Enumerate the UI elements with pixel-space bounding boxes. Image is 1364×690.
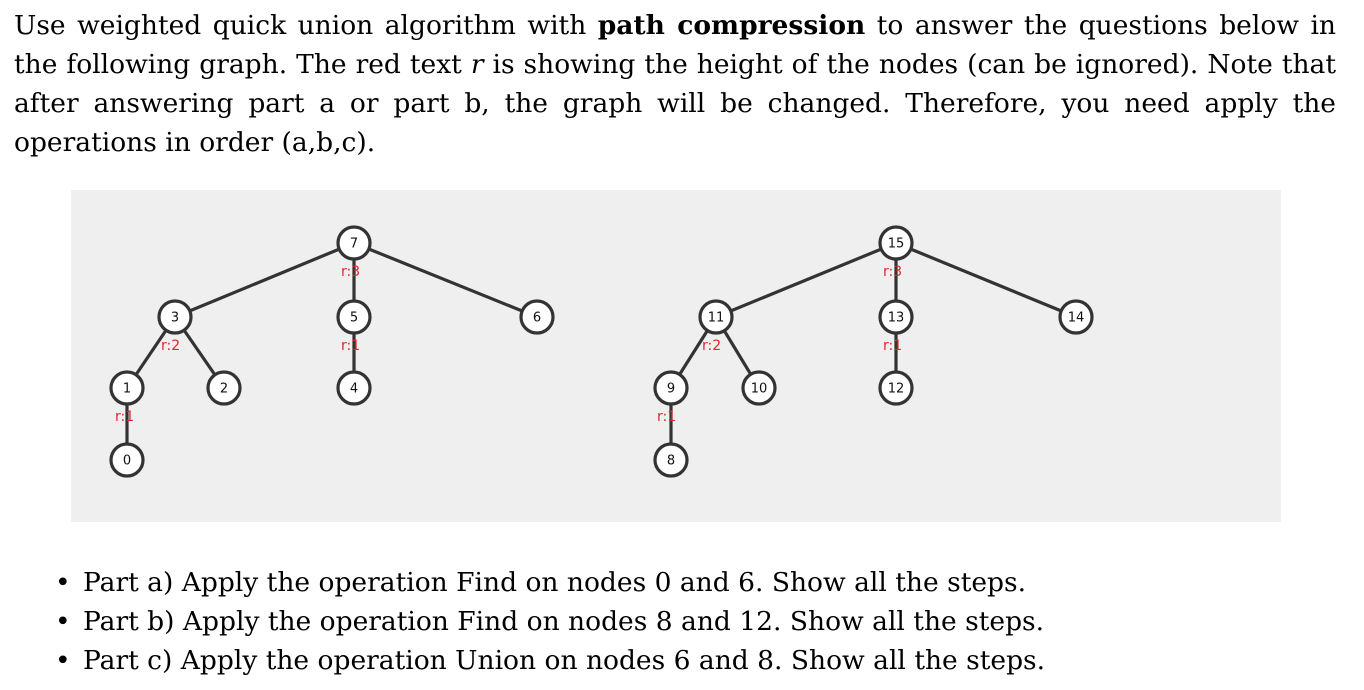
node-label: 6 xyxy=(533,311,541,326)
bullet-marker: • xyxy=(55,645,71,676)
node-5: 5 xyxy=(336,299,372,335)
edge-6-to-7 xyxy=(352,241,539,319)
node-15: 15 xyxy=(878,225,914,261)
rank-label-node-1: r:1 xyxy=(115,409,134,425)
rank-prefix: r: xyxy=(115,409,125,425)
node-3: 3 xyxy=(157,299,193,335)
node-label: 2 xyxy=(220,382,228,397)
node-4: 4 xyxy=(336,370,372,406)
rank-label-node-5: r:1 xyxy=(341,338,360,354)
node-circle xyxy=(109,370,145,406)
node-label: 11 xyxy=(708,311,725,326)
rank-prefix: r: xyxy=(161,338,171,354)
rank-prefix: r: xyxy=(702,338,712,354)
part-c-item: • Part c) Apply the operation Union on no… xyxy=(52,641,1045,680)
node-label: 9 xyxy=(667,382,675,397)
node-label: 1 xyxy=(123,382,131,397)
node-10: 10 xyxy=(741,370,777,406)
rank-value: 1 xyxy=(667,409,676,425)
node-9: 9 xyxy=(653,370,689,406)
intro-text-3: is showing the height of the nodes (can … xyxy=(14,49,1336,158)
node-14: 14 xyxy=(1058,299,1094,335)
node-label: 14 xyxy=(1068,311,1085,326)
node-label: 8 xyxy=(667,454,675,469)
rank-value: 1 xyxy=(351,338,360,354)
part-b-text: Part b) Apply the operation Find on node… xyxy=(83,606,1045,637)
node-label: 15 xyxy=(888,237,905,252)
node-label: 13 xyxy=(888,311,905,326)
node-8: 8 xyxy=(653,442,689,478)
node-circle xyxy=(336,299,372,335)
node-label: 5 xyxy=(350,311,358,326)
rank-value: 2 xyxy=(712,338,721,354)
node-0: 0 xyxy=(109,442,145,478)
node-circle xyxy=(206,370,242,406)
node-1: 1 xyxy=(109,370,145,406)
node-label: 3 xyxy=(171,311,179,326)
rank-value: 1 xyxy=(125,409,134,425)
node-7: 7 xyxy=(336,225,372,261)
rank-label-node-3: r:2 xyxy=(161,338,180,354)
rank-prefix: r: xyxy=(883,264,893,280)
node-label: 12 xyxy=(888,382,905,397)
node-circle xyxy=(336,225,372,261)
node-circle xyxy=(878,225,914,261)
part-b-item: • Part b) Apply the operation Find on nod… xyxy=(52,602,1045,641)
node-label: 0 xyxy=(123,454,131,469)
edge-14-to-15 xyxy=(894,241,1078,319)
rank-prefix: r: xyxy=(341,338,351,354)
bullet-marker: • xyxy=(55,606,71,637)
node-circle xyxy=(878,299,914,335)
rank-value: 3 xyxy=(351,264,360,280)
rank-prefix: r: xyxy=(657,409,667,425)
question-intro: Use weighted quick union algorithm with … xyxy=(14,6,1336,162)
intro-variable-r: r xyxy=(470,49,484,80)
node-circle xyxy=(878,370,914,406)
node-2: 2 xyxy=(206,370,242,406)
intro-text-1: Use weighted quick union algorithm with xyxy=(14,10,598,41)
edge-11-to-15 xyxy=(714,241,898,319)
node-circle xyxy=(157,299,193,335)
node-circle xyxy=(1058,299,1094,335)
intro-bold-term: path compression xyxy=(597,10,866,41)
rank-label-node-13: r:1 xyxy=(883,338,902,354)
node-circle xyxy=(741,370,777,406)
node-circle xyxy=(653,442,689,478)
intro-text-2: to answer the questions below in the fol… xyxy=(14,10,1337,80)
rank-label-node-15: r:3 xyxy=(883,264,902,280)
node-circle xyxy=(698,299,734,335)
node-circle xyxy=(336,370,372,406)
node-label: 7 xyxy=(350,237,358,252)
node-circle xyxy=(109,442,145,478)
node-12: 12 xyxy=(878,370,914,406)
rank-prefix: r: xyxy=(341,264,351,280)
node-11: 11 xyxy=(698,299,734,335)
node-6: 6 xyxy=(519,299,555,335)
edge-3-to-7 xyxy=(173,241,356,319)
edges-layer xyxy=(125,241,1078,462)
rank-label-node-9: r:1 xyxy=(657,409,676,425)
rank-value: 2 xyxy=(171,338,180,354)
rank-value: 3 xyxy=(893,264,902,280)
node-circle xyxy=(653,370,689,406)
rank-prefix: r: xyxy=(883,338,893,354)
node-13: 13 xyxy=(878,299,914,335)
bullet-marker: • xyxy=(55,567,71,598)
node-label: 4 xyxy=(350,382,358,397)
node-circle xyxy=(519,299,555,335)
part-a-text: Part a) Apply the operation Find on node… xyxy=(83,567,1027,598)
node-label: 10 xyxy=(751,382,768,397)
question-parts-list: • Part a) Apply the operation Find on nod… xyxy=(52,563,1045,680)
part-a-item: • Part a) Apply the operation Find on nod… xyxy=(52,563,1045,602)
rank-label-node-11: r:2 xyxy=(702,338,721,354)
rank-value: 1 xyxy=(893,338,902,354)
part-c-text: Part c) Apply the operation Union on nod… xyxy=(83,645,1046,676)
rank-label-node-7: r:3 xyxy=(341,264,360,280)
